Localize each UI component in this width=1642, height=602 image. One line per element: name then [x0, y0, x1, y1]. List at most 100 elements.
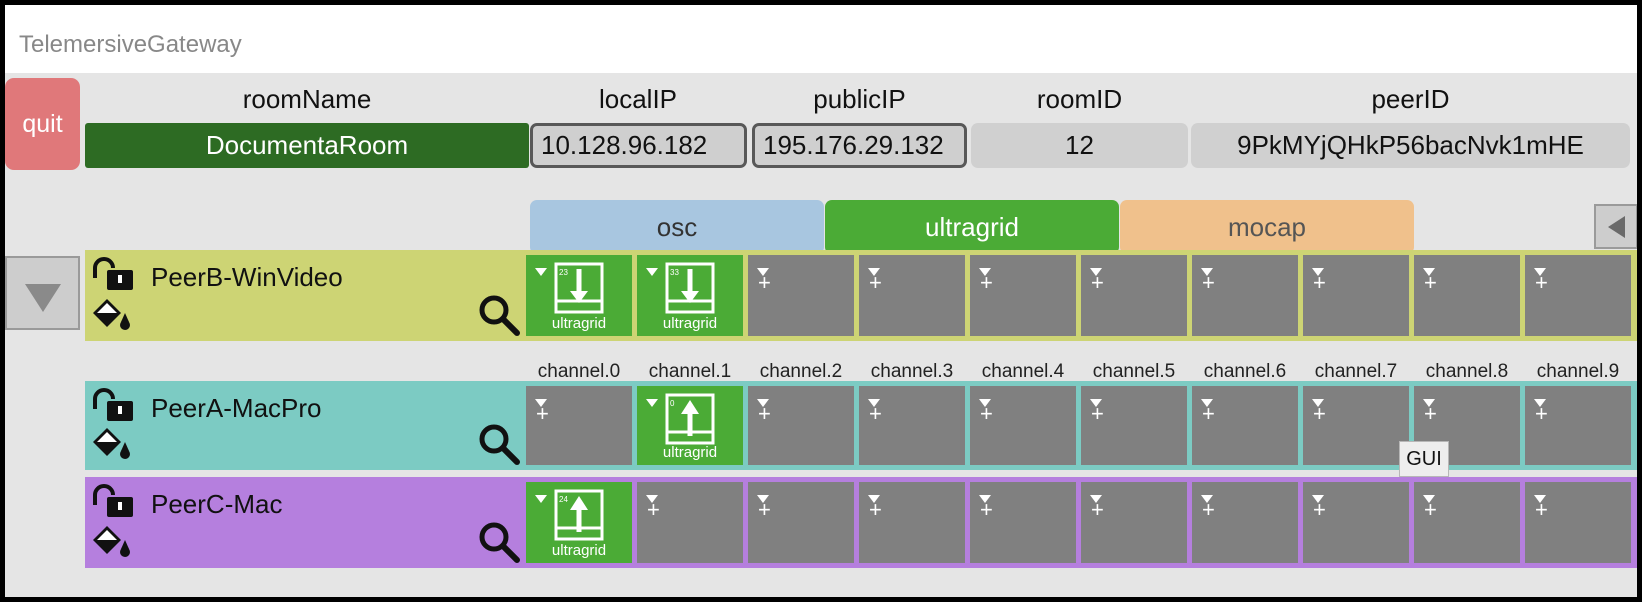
channel-cell[interactable]: + — [970, 255, 1076, 336]
dropdown-arrow-icon[interactable] — [1201, 399, 1213, 407]
search-icon[interactable] — [477, 422, 521, 471]
channel-cell[interactable]: + — [748, 386, 854, 465]
dropdown-arrow-icon[interactable] — [535, 495, 547, 503]
add-icon[interactable]: + — [1202, 270, 1215, 295]
lock-icon[interactable] — [91, 256, 137, 297]
add-icon[interactable]: + — [758, 401, 771, 426]
channel-cell[interactable]: + — [1303, 255, 1409, 336]
dropdown-arrow-icon[interactable] — [1423, 399, 1435, 407]
roomname-field[interactable]: DocumentaRoom — [85, 123, 529, 168]
dropdown-arrow-icon[interactable] — [868, 268, 880, 276]
add-icon[interactable]: + — [980, 401, 993, 426]
dropdown-arrow-icon[interactable] — [1201, 268, 1213, 276]
channel-cell[interactable]: + — [859, 386, 965, 465]
dropdown-arrow-icon[interactable] — [868, 399, 880, 407]
add-icon[interactable]: + — [536, 401, 549, 426]
paint-bucket-icon[interactable] — [87, 295, 131, 338]
quit-button[interactable]: quit — [5, 78, 80, 170]
channel-cell[interactable]: + — [1081, 255, 1187, 336]
add-icon[interactable]: + — [647, 497, 660, 522]
add-icon[interactable]: + — [1424, 497, 1437, 522]
channel-cell[interactable]: + — [1192, 482, 1298, 563]
add-icon[interactable]: + — [1091, 270, 1104, 295]
add-icon[interactable]: + — [1535, 270, 1548, 295]
dropdown-arrow-icon[interactable] — [646, 495, 658, 503]
add-icon[interactable]: + — [1424, 270, 1437, 295]
search-icon[interactable] — [477, 293, 521, 342]
dropdown-arrow-icon[interactable] — [1201, 495, 1213, 503]
channel-cell[interactable]: + — [637, 482, 743, 563]
add-icon[interactable]: + — [1202, 497, 1215, 522]
channel-cell[interactable]: + — [1081, 386, 1187, 465]
channel-cell[interactable]: + — [1081, 482, 1187, 563]
channel-cell[interactable]: + — [526, 386, 632, 465]
add-icon[interactable]: + — [869, 401, 882, 426]
add-icon[interactable]: + — [1313, 270, 1326, 295]
localip-field[interactable]: 10.128.96.182 — [530, 123, 747, 168]
dropdown-arrow-icon[interactable] — [757, 399, 769, 407]
tab-mocap[interactable]: mocap — [1120, 200, 1414, 254]
add-icon[interactable]: + — [1424, 401, 1437, 426]
add-icon[interactable]: + — [869, 497, 882, 522]
channel-cell[interactable]: + — [748, 255, 854, 336]
channel-cell[interactable]: + — [1303, 482, 1409, 563]
dropdown-arrow-icon[interactable] — [1312, 495, 1324, 503]
lock-icon[interactable] — [91, 483, 137, 524]
dropdown-arrow-icon[interactable] — [757, 268, 769, 276]
add-icon[interactable]: + — [1535, 497, 1548, 522]
dropdown-arrow-icon[interactable] — [1090, 268, 1102, 276]
add-icon[interactable]: + — [980, 497, 993, 522]
channel-cell[interactable]: + — [1192, 255, 1298, 336]
dropdown-arrow-icon[interactable] — [535, 268, 547, 276]
add-icon[interactable]: + — [758, 497, 771, 522]
add-icon[interactable]: + — [1313, 401, 1326, 426]
dropdown-arrow-icon[interactable] — [979, 399, 991, 407]
channel-cell[interactable]: + — [1525, 386, 1631, 465]
paint-bucket-icon[interactable] — [87, 424, 131, 467]
dropdown-arrow-icon[interactable] — [646, 399, 658, 407]
paint-bucket-icon[interactable] — [87, 522, 131, 565]
dropdown-arrow-icon[interactable] — [1534, 268, 1546, 276]
tab-ultragrid[interactable]: ultragrid — [825, 200, 1119, 254]
dropdown-arrow-icon[interactable] — [1534, 399, 1546, 407]
dropdown-arrow-icon[interactable] — [1312, 399, 1324, 407]
dropdown-arrow-icon[interactable] — [1423, 268, 1435, 276]
search-icon[interactable] — [477, 520, 521, 569]
dropdown-arrow-icon[interactable] — [979, 495, 991, 503]
channel-cell[interactable]: + — [859, 482, 965, 563]
add-icon[interactable]: + — [758, 270, 771, 295]
collapse-arrow-button[interactable] — [1594, 204, 1637, 249]
channel-cell[interactable]: + — [1525, 255, 1631, 336]
channel-cell[interactable]: + — [859, 255, 965, 336]
dropdown-arrow-icon[interactable] — [1090, 495, 1102, 503]
add-icon[interactable]: + — [980, 270, 993, 295]
add-icon[interactable]: + — [1202, 401, 1215, 426]
channel-cell[interactable]: + — [1414, 482, 1520, 563]
add-icon[interactable]: + — [1091, 497, 1104, 522]
dropdown-arrow-icon[interactable] — [535, 399, 547, 407]
channel-cell[interactable]: + — [1303, 386, 1409, 465]
dropdown-toggle-button[interactable] — [5, 256, 80, 330]
dropdown-arrow-icon[interactable] — [1312, 268, 1324, 276]
dropdown-arrow-icon[interactable] — [646, 268, 658, 276]
dropdown-arrow-icon[interactable] — [1534, 495, 1546, 503]
add-icon[interactable]: + — [1091, 401, 1104, 426]
channel-cell[interactable]: + — [970, 482, 1076, 563]
channel-cell[interactable]: + — [748, 482, 854, 563]
channel-cell[interactable]: + — [1525, 482, 1631, 563]
dropdown-arrow-icon[interactable] — [1090, 399, 1102, 407]
tab-osc[interactable]: osc — [530, 200, 824, 254]
channel-cell[interactable]: + — [1192, 386, 1298, 465]
dropdown-arrow-icon[interactable] — [979, 268, 991, 276]
dropdown-arrow-icon[interactable] — [757, 495, 769, 503]
add-icon[interactable]: + — [1535, 401, 1548, 426]
add-icon[interactable]: + — [869, 270, 882, 295]
channel-cell[interactable]: + — [970, 386, 1076, 465]
channel-cell[interactable]: + — [1414, 255, 1520, 336]
lock-icon[interactable] — [91, 387, 137, 428]
publicip-field[interactable]: 195.176.29.132 — [752, 123, 967, 168]
